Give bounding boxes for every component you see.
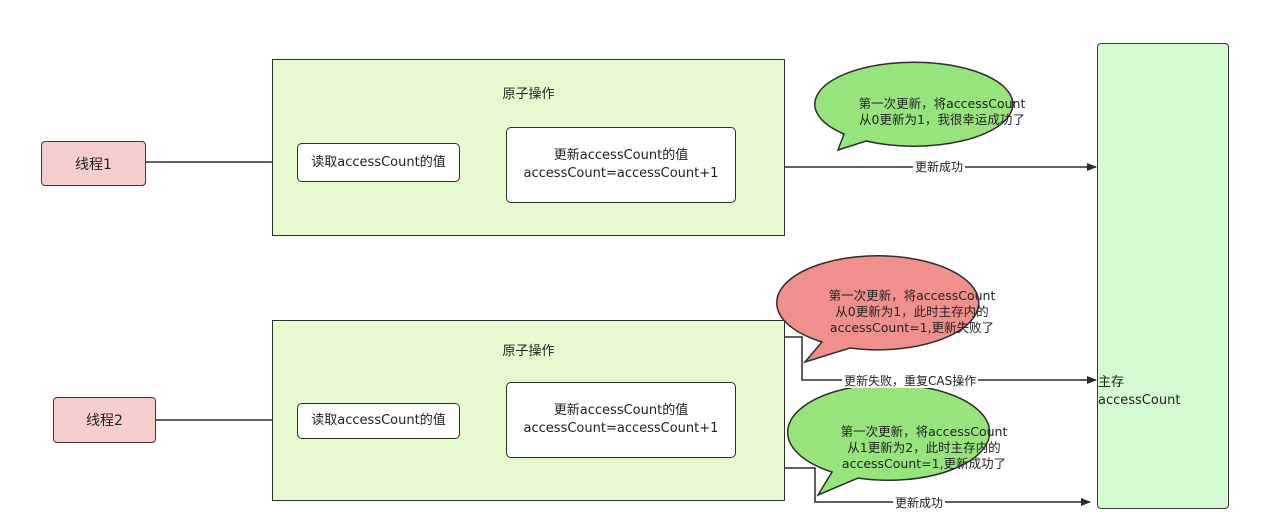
update-node-2-line-1: 更新accessCount的值 — [553, 403, 689, 419]
thread-1-node: 线程1 — [41, 141, 146, 186]
thread-2-node: 线程2 — [53, 397, 156, 443]
update-node-2-line-2: accessCount=accessCount+1 — [523, 421, 719, 436]
atomic-group-2-title: 原子操作 — [502, 344, 555, 359]
read-value-node-2: 读取accessCount的值 — [297, 403, 460, 439]
bubble-3-line-1: 第一次更新，将accessCount — [840, 423, 1008, 439]
bubble-3-line-3: accessCount=1,更新成功了 — [841, 456, 1007, 472]
speech-bubble-3-shape — [786, 383, 991, 497]
edge-label-success-2: 更新成功 — [893, 496, 946, 510]
speech-bubble-2-shape — [776, 255, 980, 364]
speech-bubble-1-shape — [814, 61, 1014, 152]
update-value-node-2: 更新accessCount的值 accessCount=accessCount+… — [506, 382, 736, 458]
bubble-2-line-2: 从0更新为1，此时主存内的 — [835, 303, 989, 319]
main-memory-line-2: accessCount — [1098, 393, 1181, 408]
speech-bubble-3-text: 第一次更新，将accessCount 从1更新为2，此时主存内的 accessC… — [818, 418, 1030, 478]
edge-label-fail-retry: 更新失败，重复CAS操作 — [842, 374, 979, 388]
speech-bubble-2-text: 第一次更新，将accessCount 从0更新为1，此时主存内的 accessC… — [806, 282, 1018, 342]
update-node-1-line-1: 更新accessCount的值 — [553, 148, 689, 164]
atomic-group-1-title: 原子操作 — [502, 87, 555, 102]
read-value-node-1: 读取accessCount的值 — [297, 143, 460, 182]
bubble-1-line-1: 第一次更新，将accessCount — [858, 95, 1026, 111]
bubble-2-line-3: accessCount=1,更新失败了 — [829, 320, 995, 336]
bubble-3-line-2: 从1更新为2，此时主存内的 — [847, 439, 1001, 455]
update-node-1-line-2: accessCount=accessCount+1 — [523, 166, 719, 181]
edge-group2-success-to-memory — [785, 467, 1091, 506]
update-value-node-1: 更新accessCount的值 accessCount=accessCount+… — [506, 127, 736, 203]
bubble-1-line-2: 从0更新为1，我很幸运成功了 — [859, 112, 1025, 127]
main-memory-line-1: 主存 — [1098, 375, 1125, 391]
edge-label-success-1: 更新成功 — [913, 160, 966, 174]
bubble-2-line-1: 第一次更新，将accessCount — [828, 287, 996, 303]
main-memory-node: 主存 accessCount — [1097, 43, 1229, 509]
speech-bubble-1-text: 第一次更新，将accessCount 从0更新为1，我很幸运成功了 — [836, 90, 1048, 134]
